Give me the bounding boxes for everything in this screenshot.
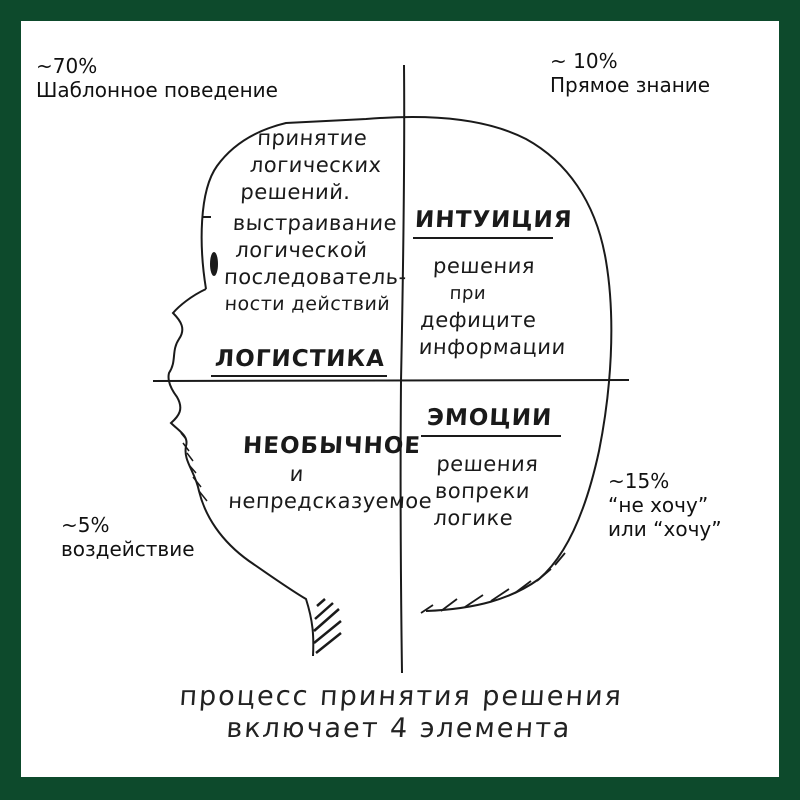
logistics-underline bbox=[211, 375, 387, 377]
unusual-line: и bbox=[289, 462, 305, 486]
emotions-line: решения bbox=[435, 452, 539, 476]
logistics-title: ЛОГИСТИКА bbox=[214, 346, 386, 372]
want-percent: ~15% bbox=[608, 469, 670, 493]
caption-line-1: процесс принятия решения bbox=[178, 681, 624, 712]
logic-line: последователь- bbox=[223, 265, 408, 289]
eye-mark bbox=[210, 252, 218, 276]
logic-line: принятие bbox=[256, 126, 368, 150]
emotions-underline bbox=[421, 435, 561, 437]
diagram-caption: процесс принятия решения включает 4 элем… bbox=[19, 681, 781, 745]
pattern-behavior-percent: ~70% bbox=[36, 54, 98, 78]
head-outline bbox=[200, 116, 613, 612]
caption-line-2: включает 4 элемента bbox=[225, 713, 573, 744]
intuition-line: информации bbox=[418, 335, 567, 359]
horizontal-axis bbox=[152, 379, 630, 382]
logic-line: логических bbox=[249, 153, 383, 177]
direct-knowledge-percent: ~ 10% bbox=[550, 49, 618, 73]
head-profile-drawing bbox=[152, 64, 630, 674]
back-neck-hatching bbox=[420, 552, 566, 614]
influence-percent: ~5% bbox=[61, 513, 110, 537]
intuition-underline bbox=[413, 237, 553, 239]
logic-line: выстраивание bbox=[232, 211, 398, 235]
influence-note: ~5% воздействие bbox=[61, 513, 195, 561]
influence-label: воздействие bbox=[61, 537, 195, 561]
intuition-line: при bbox=[449, 283, 487, 304]
pattern-behavior-label: Шаблонное поведение bbox=[36, 78, 278, 102]
want-line-2: или “хочу” bbox=[608, 517, 722, 541]
emotions-line: логике bbox=[432, 506, 514, 530]
emotions-line: вопреки bbox=[434, 479, 531, 503]
intuition-line: решения bbox=[432, 254, 536, 278]
unusual-title: НЕОБЫЧНОЕ bbox=[242, 433, 422, 459]
face-profile bbox=[167, 288, 315, 657]
logic-line: решений. bbox=[239, 180, 352, 204]
intuition-line: дефиците bbox=[419, 308, 538, 332]
want-line-1: “не хочу” bbox=[608, 493, 709, 517]
pattern-behavior-note: ~70% Шаблонное поведение bbox=[36, 54, 278, 102]
direct-knowledge-note: ~ 10% Прямое знание bbox=[550, 49, 710, 97]
intuition-title: ИНТУИЦИЯ bbox=[414, 207, 574, 233]
direct-knowledge-label: Прямое знание bbox=[550, 73, 711, 97]
logic-quadrant-text: принятие логических решений. выстраивани… bbox=[223, 125, 415, 318]
want-note: ~15% “не хочу” или “хочу” bbox=[608, 469, 722, 541]
emotions-quadrant-text: решения вопреки логике bbox=[433, 451, 539, 532]
logic-line: логической bbox=[234, 238, 369, 262]
neck-hatching bbox=[313, 598, 342, 654]
chin-hatching bbox=[180, 432, 208, 502]
unusual-quadrant-text: и непредсказуемое bbox=[228, 461, 435, 515]
logic-line: ности действий bbox=[224, 293, 391, 315]
unusual-line: непредсказуемое bbox=[227, 489, 433, 513]
intuition-quadrant-text: решения при дефиците информации bbox=[418, 253, 570, 361]
emotions-title: ЭМОЦИИ bbox=[426, 405, 553, 431]
diagram-card: ~70% Шаблонное поведение ~ 10% Прямое зн… bbox=[21, 21, 779, 777]
